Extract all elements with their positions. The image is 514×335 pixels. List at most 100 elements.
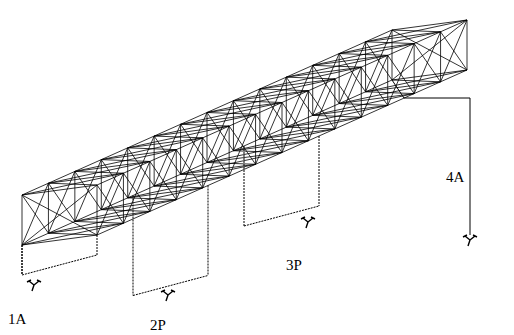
truss-member [22, 185, 97, 245]
truss-member [48, 223, 123, 233]
truss-member [286, 127, 335, 129]
pier-line [208, 186, 209, 276]
support-label: 4A [446, 170, 464, 185]
truss-member [233, 101, 234, 151]
truss-member [392, 80, 441, 82]
truss-member [22, 30, 392, 195]
truss-member [312, 65, 313, 115]
truss-member [388, 55, 414, 93]
pier-line [133, 196, 134, 296]
support-label: 1A [8, 312, 26, 327]
support-label: 3P [286, 258, 302, 273]
truss-member [335, 79, 361, 117]
truss-member [176, 150, 177, 200]
truss-member [203, 138, 229, 176]
support-symbol [463, 235, 477, 246]
support-symbols [27, 217, 477, 301]
pier-line [22, 245, 23, 275]
truss-member [313, 65, 339, 103]
pier-line [22, 255, 97, 275]
truss-member [308, 91, 309, 141]
truss-member [366, 92, 415, 94]
truss-member [202, 138, 203, 188]
truss-member [149, 161, 150, 211]
truss-member [123, 173, 124, 223]
truss-member [366, 32, 441, 42]
pier-line [244, 146, 245, 226]
truss-member [154, 136, 203, 138]
truss-member [75, 171, 124, 173]
truss-member [282, 103, 283, 153]
truss-member [207, 113, 208, 163]
support-symbol [27, 280, 41, 291]
truss-member [97, 20, 467, 185]
truss-member [22, 223, 123, 245]
truss-member [22, 195, 23, 245]
truss-member [339, 54, 388, 56]
truss-member [233, 151, 282, 153]
truss-member [260, 89, 286, 127]
truss-member [128, 148, 177, 150]
truss-member [361, 67, 387, 105]
truss-member [339, 44, 414, 54]
abutment-link [392, 80, 470, 235]
truss-member [392, 30, 393, 80]
truss-member [392, 30, 467, 70]
truss-member [75, 211, 150, 221]
truss-member [101, 160, 150, 162]
truss-member [339, 82, 440, 104]
truss-member [233, 129, 334, 151]
truss-members [22, 20, 467, 245]
truss-member [97, 70, 467, 235]
truss-member [154, 136, 180, 174]
truss-member [181, 124, 230, 126]
truss-member [154, 164, 255, 186]
truss-member [308, 91, 334, 129]
truss-member [101, 188, 202, 210]
truss-member [207, 113, 233, 151]
truss-member [127, 148, 128, 198]
truss-member [366, 20, 467, 42]
support-symbol [301, 217, 315, 228]
truss-member [101, 210, 150, 212]
truss-member [365, 42, 366, 92]
truss-member [123, 173, 149, 211]
truss-member [286, 77, 287, 127]
truss-member [366, 42, 415, 44]
truss-member [334, 79, 335, 129]
truss-member [181, 174, 230, 176]
truss-member [260, 89, 309, 91]
truss-member [339, 54, 365, 92]
pier-line [97, 235, 98, 255]
truss-member [48, 211, 149, 233]
truss-member [392, 30, 441, 32]
truss-member [387, 55, 388, 105]
truss-member [180, 124, 181, 174]
support-symbol [161, 290, 175, 301]
truss-member [313, 115, 362, 117]
truss-member [207, 113, 256, 115]
truss-member [207, 141, 308, 163]
truss-member [97, 185, 123, 223]
truss-member [366, 70, 467, 92]
truss-member [75, 200, 176, 222]
truss-member [128, 148, 154, 186]
truss-member [366, 42, 392, 80]
truss-member [467, 20, 468, 70]
truss-member [339, 54, 340, 104]
support-label: 2P [150, 318, 166, 333]
truss-member [260, 139, 309, 141]
truss-member [48, 183, 97, 185]
truss-member [207, 163, 256, 165]
truss-member [48, 183, 49, 233]
truss-member [414, 44, 415, 94]
truss-member [181, 124, 207, 162]
truss-member [150, 161, 176, 199]
truss-member [256, 114, 282, 152]
truss-member [176, 150, 202, 188]
pier-line [319, 136, 320, 206]
truss-member [260, 117, 361, 139]
piers [22, 136, 319, 296]
